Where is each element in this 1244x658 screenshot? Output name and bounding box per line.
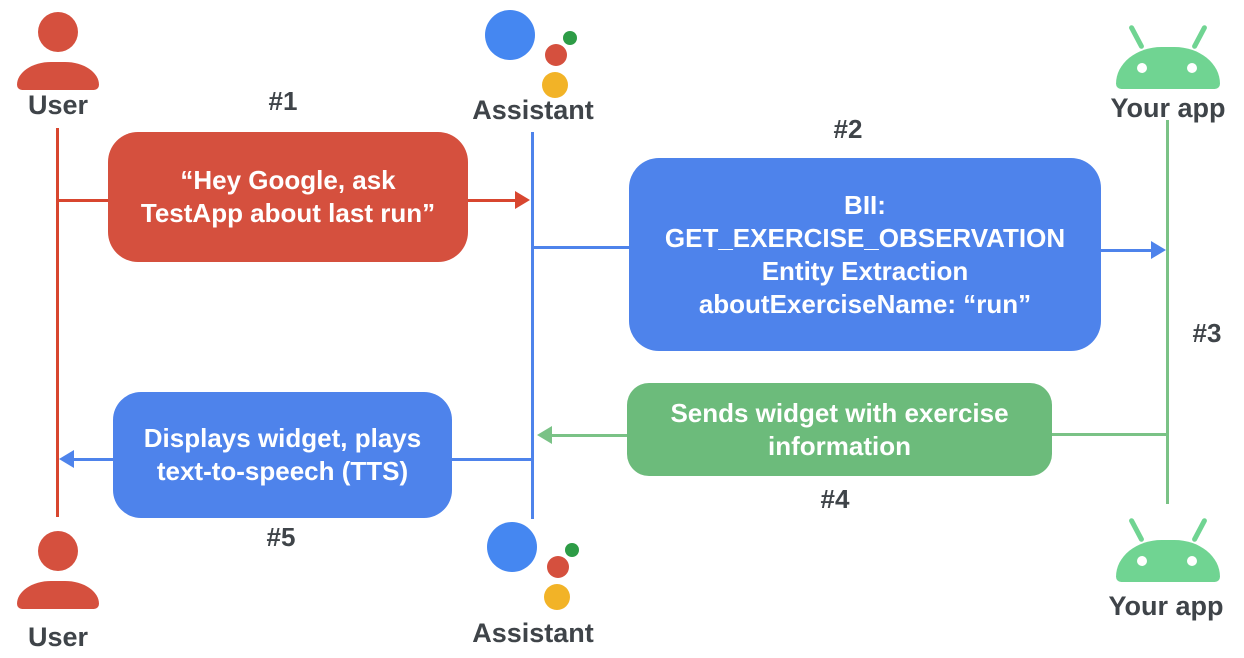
android-icon [1110,20,1226,90]
android-antenna-right [1191,24,1208,50]
step4-text-line: information [768,430,911,461]
assistant-yellow-circle [544,584,570,610]
android-antenna-left [1128,517,1145,543]
step2-text-line: Entity Extraction [761,255,969,286]
step4-message-box: Sends widget with exercise information [627,383,1052,476]
user-icon [16,12,100,92]
assistant-green-circle [565,543,579,557]
step4-arrowhead-icon [537,426,552,444]
android-antenna-right [1191,517,1208,543]
step1-arrow-line [468,199,516,202]
step2-arrow-line [1101,249,1152,252]
android-eye-left [1137,63,1147,73]
app-label-bottom: Your app [1108,591,1224,621]
assistant-label-bottom: Assistant [472,618,594,648]
assistant-red-circle [545,44,567,66]
step1-text-line: “Hey Google, ask [180,165,396,195]
step2-number: #2 [833,114,863,144]
app-lifeline [1166,120,1169,504]
step5-arrow-line [73,458,113,461]
step1-arrowhead-icon [515,191,530,209]
user-icon [16,531,100,611]
assistant-lifeline [531,132,534,519]
assistant-blue-circle [487,522,537,572]
step1-connector [58,199,108,202]
android-eye-right [1187,556,1197,566]
user-icon-body [17,62,99,90]
step2-text-line: BII: [844,189,886,220]
step5-number: #5 [266,522,296,552]
step4-arrow-line [551,434,627,437]
assistant-blue-circle [485,10,535,60]
assistant-yellow-circle [542,72,568,98]
android-head [1116,540,1220,582]
assistant-icon [487,522,587,610]
user-label-top: User [27,90,89,120]
step5-text-line: text-to-speech (TTS) [156,456,409,486]
android-antenna-left [1128,24,1145,50]
step4-connector [1052,433,1166,436]
step3-number: #3 [1192,318,1222,348]
step2-message-box: BII: GET_EXERCISE_OBSERVATION Entity Ext… [629,158,1101,351]
assistant-green-circle [563,31,577,45]
app-label-top: Your app [1110,93,1226,123]
user-icon-body [17,581,99,609]
step1-message-box: “Hey Google, ask TestApp about last run” [108,132,468,262]
step5-connector [452,458,532,461]
android-head [1116,47,1220,89]
step5-message-box: Displays widget, plays text-to-speech (T… [113,392,452,518]
assistant-red-circle [547,556,569,578]
user-icon-head [38,531,78,571]
step1-number: #1 [268,86,298,116]
assistant-icon [485,10,585,98]
step2-text-line: aboutExerciseName: “run” [698,288,1032,319]
step4-number: #4 [820,484,850,514]
android-eye-right [1187,63,1197,73]
step2-text-line: GET_EXERCISE_OBSERVATION [664,222,1066,253]
user-icon-head [38,12,78,52]
step5-arrowhead-icon [59,450,74,468]
step1-text-line: TestApp about last run” [140,198,436,228]
android-eye-left [1137,556,1147,566]
step2-connector [533,246,629,249]
step2-arrowhead-icon [1151,241,1166,259]
assistant-label-top: Assistant [472,95,594,125]
step4-text-line: Sends widget with exercise [670,397,1009,428]
user-label-bottom: User [27,622,89,652]
user-lifeline [56,128,59,517]
android-icon [1110,513,1226,583]
step5-text-line: Displays widget, plays [143,423,422,453]
